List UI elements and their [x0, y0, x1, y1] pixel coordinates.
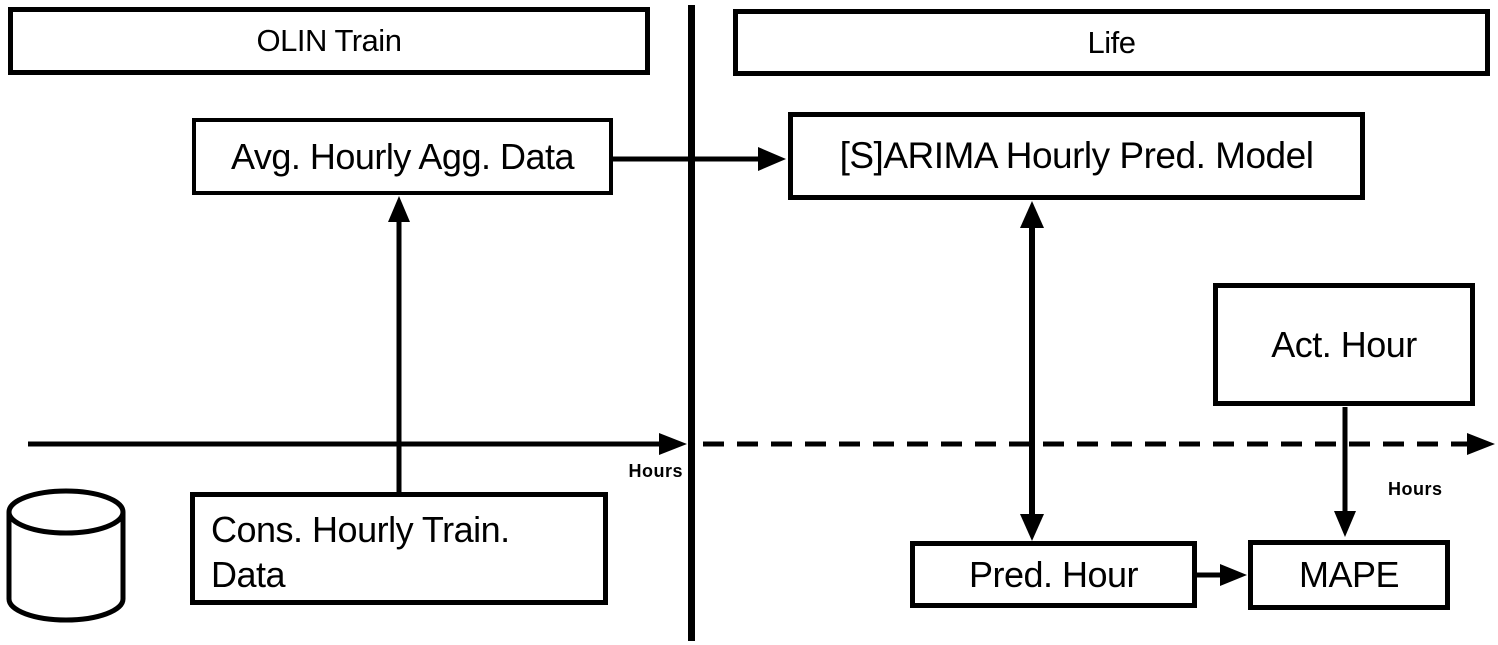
life-axis-hours-label: Hours: [1388, 479, 1443, 499]
arrow-avg-to-sarima: [613, 147, 786, 171]
arrow-cons-to-avg: [388, 196, 410, 497]
database-cylinder-icon: [6, 488, 126, 623]
section-title: Life: [1087, 24, 1136, 60]
node-label: Pred. Hour: [968, 553, 1139, 595]
arrow-act-to-mape: [1334, 407, 1356, 537]
train-axis-hours-label: Hours: [628, 461, 683, 481]
node-label: [S]ARIMA Hourly Pred. Model: [839, 134, 1314, 176]
section-title: OLIN Train: [256, 23, 402, 59]
node-act-hour: Act. Hour: [1213, 283, 1475, 406]
train-time-axis: [28, 433, 687, 455]
node-sarima-hourly-pred-model: [S]ARIMA Hourly Pred. Model: [788, 112, 1365, 200]
section-header-life: Life: [733, 9, 1490, 76]
train-life-divider: [688, 5, 695, 641]
node-label: MAPE: [1298, 554, 1400, 596]
node-avg-hourly-agg-data: Avg. Hourly Agg. Data: [192, 118, 613, 195]
node-label: Cons. Hourly Train. Data: [211, 508, 510, 595]
section-header-olin-train: OLIN Train: [8, 7, 650, 75]
node-cons-hourly-train-data: Cons. Hourly Train. Data: [190, 492, 608, 605]
arrow-pred-to-mape: [1197, 564, 1247, 586]
node-pred-hour: Pred. Hour: [910, 541, 1197, 608]
life-time-axis: [703, 433, 1495, 455]
node-mape: MAPE: [1248, 540, 1450, 610]
arrow-sarima-pred-double: [1020, 201, 1044, 541]
node-label: Avg. Hourly Agg. Data: [230, 135, 575, 177]
node-label: Act. Hour: [1271, 323, 1417, 365]
